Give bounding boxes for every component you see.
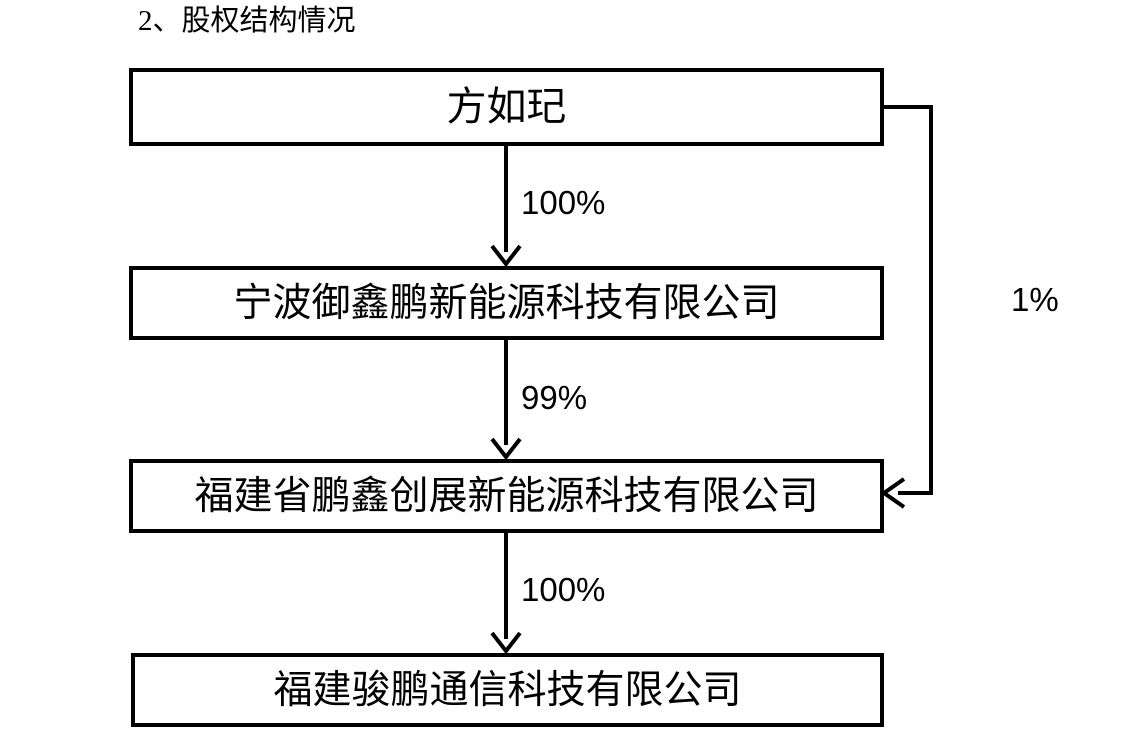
edge-ningbo-pengxin-line (504, 340, 508, 445)
edge-label-person-pengxin: 1% (1011, 281, 1059, 318)
node-fujian-pengxin-company: 福建省鹏鑫创展新能源科技有限公司 (129, 459, 884, 533)
edge-pengxin-junpeng-arrowhead-icon (489, 631, 523, 655)
edge-label-ningbo-pengxin: 99% (521, 379, 588, 416)
edge-person-pengxin-line-bottom (898, 491, 933, 495)
node-ningbo-company-label: 宁波御鑫鹏新能源科技有限公司 (233, 281, 780, 325)
node-person-label: 方如玘 (446, 85, 567, 129)
node-junpeng-company: 福建骏鹏通信科技有限公司 (131, 653, 884, 727)
edge-person-ningbo-arrowhead-icon (489, 244, 523, 268)
page-title: 2、股权结构情况 (138, 5, 356, 37)
edge-ningbo-pengxin-arrowhead-icon (489, 437, 523, 461)
edge-person-pengxin-arrowhead-icon (880, 476, 906, 510)
node-person: 方如玘 (129, 68, 884, 146)
edge-person-pengxin-line-vertical (929, 105, 933, 495)
node-junpeng-company-label: 福建骏鹏通信科技有限公司 (273, 668, 742, 712)
node-ningbo-company: 宁波御鑫鹏新能源科技有限公司 (129, 266, 884, 340)
edge-pengxin-junpeng-line (504, 533, 508, 639)
edge-label-person-ningbo: 100% (521, 184, 606, 221)
edge-person-pengxin-line-top (880, 105, 933, 109)
edge-label-pengxin-junpeng: 100% (521, 571, 606, 608)
node-fujian-pengxin-company-label: 福建省鹏鑫创展新能源科技有限公司 (194, 474, 819, 518)
edge-person-ningbo-line (504, 146, 508, 252)
